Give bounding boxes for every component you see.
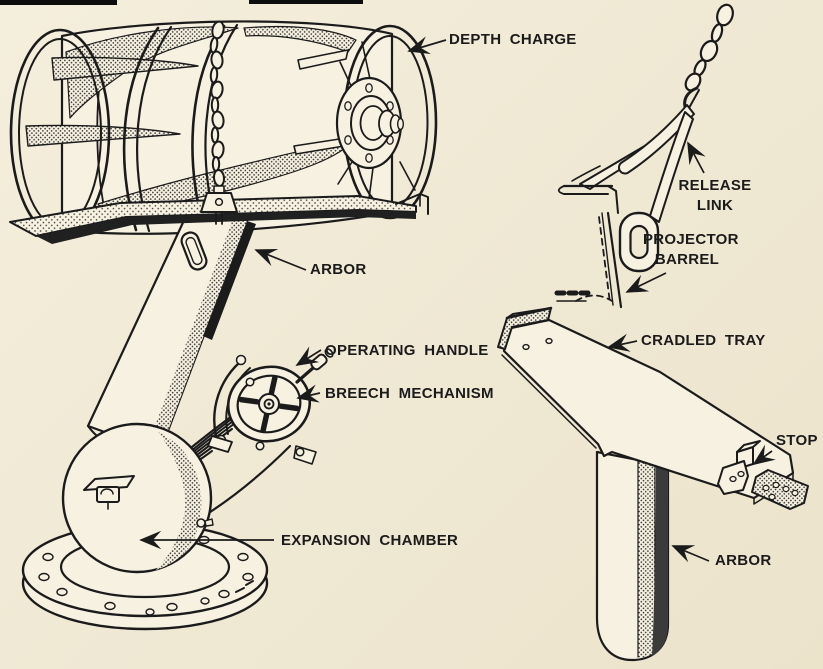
tray-right-end-cap (717, 460, 809, 510)
operating-handle-label: OPERATING HANDLE (325, 342, 489, 359)
breech-mechanism-arrow (296, 384, 321, 403)
release-link-drawing (618, 104, 695, 223)
stop-label: STOP (776, 432, 818, 449)
projector-barrel-label: PROJECTOR BARREL (643, 231, 739, 268)
stop-arrow (752, 444, 776, 466)
arbor-cylinder (595, 450, 670, 662)
expansion-chamber-label: EXPANSION CHAMBER (281, 532, 459, 549)
eyebolt-ring (618, 211, 660, 273)
arbor-left-arrow (254, 248, 307, 271)
depth-charge-cage (9, 20, 438, 238)
expansion-chamber-drawing (61, 422, 214, 574)
depth-charge-label: DEPTH CHARGE (449, 31, 577, 48)
loading-tray (9, 193, 429, 244)
chain-drawing (684, 3, 734, 92)
figure-release-link-detail (554, 3, 734, 309)
cradled-tray-label: CRADLED TRAY (641, 332, 766, 349)
arbor-left-label: ARBOR (310, 261, 367, 278)
operating-handle-arrow (295, 346, 322, 366)
hub-spokes (337, 41, 416, 207)
figure-cradled-tray-arbor (497, 306, 809, 662)
arbor-right-label: ARBOR (715, 552, 772, 569)
handwheel-spokes (238, 375, 300, 433)
release-link-arrow (687, 141, 706, 174)
cradled-tray-arrow (607, 333, 638, 352)
arbor-tube (86, 212, 256, 454)
hoisting-chain (200, 20, 238, 225)
projector-barrel-drawing (554, 165, 623, 309)
scan-artifacts (0, 0, 363, 5)
breech-mechanism-label: BREECH MECHANISM (325, 385, 494, 402)
leader-arrows (139, 36, 776, 563)
depth-charge-arrow (407, 36, 447, 55)
hub-bolt-holes (344, 83, 394, 163)
figure-projector-loaded (9, 20, 438, 631)
arbor-right-arrow (671, 545, 710, 563)
release-link-label: RELEASE LINK (678, 177, 752, 214)
cradled-tray-drawing (497, 306, 795, 505)
projector-barrel-arrow (625, 272, 667, 293)
breech-mechanism-drawing (207, 348, 334, 465)
